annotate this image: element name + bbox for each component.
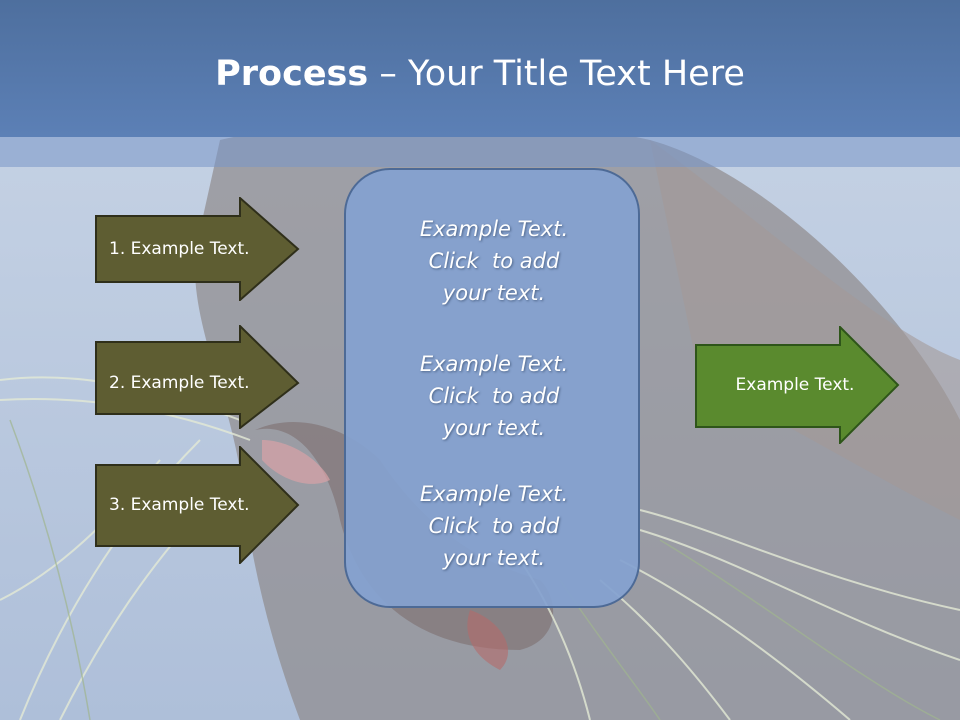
paragraph-line: your text. [442,416,546,440]
title-bar [0,0,960,137]
paragraph-line: Click to add [428,384,560,408]
result-arrow[interactable]: Example Text. [695,326,900,444]
arrow-shape [95,446,300,564]
title-bold: Process [215,54,369,94]
result-label: Example Text. [735,375,855,395]
title-bar-strip [0,137,960,167]
step-arrow-2[interactable]: 2. Example Text. [95,325,300,429]
paragraph-line: Click to add [428,249,560,273]
paragraph-line: Example Text. [419,482,569,506]
slide-title[interactable]: Process – Your Title Text Here [0,52,960,96]
paragraph-line: your text. [442,546,546,570]
center-paragraph-2: Example Text. Click to add your text. [346,348,642,444]
paragraph-line: your text. [442,281,546,305]
center-text-box[interactable]: Example Text. Click to add your text. Ex… [344,168,640,608]
center-paragraph-3: Example Text. Click to add your text. [346,478,642,574]
paragraph-line: Example Text. [419,352,569,376]
step-label: 3. Example Text. [109,495,250,515]
center-paragraph-1: Example Text. Click to add your text. [346,213,642,309]
title-rest: – Your Title Text Here [368,54,745,94]
step-arrow-1[interactable]: 1. Example Text. [95,197,300,301]
step-arrow-3[interactable]: 3. Example Text. [95,446,300,564]
arrow-shape [95,325,300,429]
arrow-shape [95,197,300,301]
paragraph-line: Click to add [428,514,560,538]
arrow-shape [695,326,900,444]
step-label: 2. Example Text. [109,373,250,393]
paragraph-line: Example Text. [419,217,569,241]
step-label: 1. Example Text. [109,239,250,259]
